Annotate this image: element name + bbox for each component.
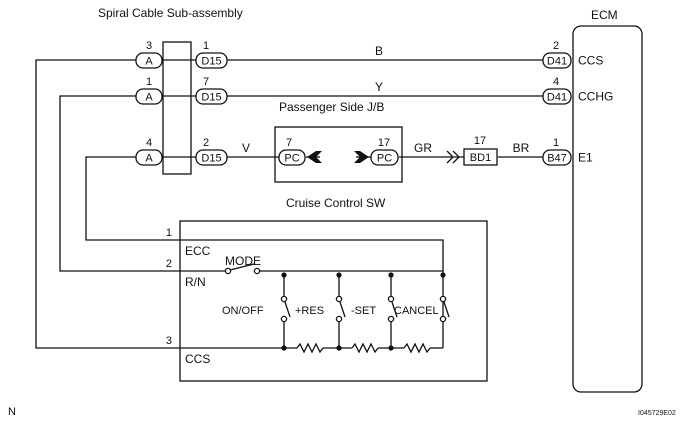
wire-ecc	[85, 156, 180, 241]
svg-text:3: 3	[146, 40, 152, 52]
svg-text:1: 1	[203, 40, 209, 52]
svg-text:A: A	[145, 92, 153, 104]
ecc-rail	[180, 239, 444, 348]
svg-text:17: 17	[378, 137, 390, 149]
cancel-switch: CANCEL	[394, 295, 450, 323]
terminal-pin-1: 1	[166, 227, 172, 239]
svg-text:E1: E1	[578, 151, 593, 165]
ecm-box	[572, 25, 643, 393]
junction-block-title: Passenger Side J/B	[279, 100, 384, 114]
svg-text:4: 4	[553, 76, 559, 88]
svg-text:D15: D15	[201, 92, 221, 104]
svg-text:-SET: -SET	[351, 305, 376, 317]
connector-d41-pin-4: D41 4 CCHG	[542, 76, 613, 105]
wire-color-gr: GR	[414, 141, 432, 155]
svg-text:D15: D15	[201, 153, 221, 165]
connector-d15-pin-1: D15 1	[195, 40, 228, 69]
terminal-pin-2: 2	[166, 258, 172, 270]
cruise-control-switch-box	[179, 220, 488, 382]
connector-pc-pin-17: PC 17	[370, 137, 399, 166]
spiral-cable-title: Spiral Cable Sub-assembly	[98, 6, 243, 20]
connector-d15-pin-2: D15 2	[195, 137, 228, 166]
mode-switch-contact-b	[253, 267, 261, 275]
svg-text:D15: D15	[201, 56, 221, 68]
set-switch: -SET	[351, 295, 398, 323]
drawing-id: I045729E02	[638, 410, 676, 417]
wire-color-br: BR	[513, 141, 530, 155]
jb-chevron-right-icon	[354, 151, 369, 163]
jb-chevron-left-icon	[307, 151, 322, 163]
terminal-pin-3: 3	[166, 335, 172, 347]
junction-arrow-icon	[446, 150, 460, 164]
switch-bus-dots	[281, 272, 394, 278]
svg-text:PC: PC	[377, 153, 392, 165]
wire-ccs	[35, 59, 180, 349]
svg-text:4: 4	[146, 137, 152, 149]
wire-cchg	[59, 95, 180, 272]
ccs-rail-dots	[281, 345, 394, 351]
svg-text:A: A	[145, 56, 153, 68]
connector-a-pin-4: A 4	[135, 137, 163, 166]
svg-text:CCHG: CCHG	[578, 90, 613, 104]
svg-text:CCS: CCS	[578, 54, 603, 68]
svg-text:PC: PC	[284, 153, 299, 165]
terminal-ccs: CCS	[185, 352, 210, 366]
terminal-rn: R/N	[185, 275, 206, 289]
switch-rails	[283, 275, 392, 348]
connector-a-pin-3: A 3	[135, 40, 163, 69]
svg-text:CANCEL: CANCEL	[394, 305, 439, 317]
connector-bd1: BD1 17	[463, 135, 498, 166]
svg-text:BD1: BD1	[470, 152, 491, 164]
svg-text:D41: D41	[547, 92, 567, 104]
connector-d15-pin-7: D15 7	[195, 76, 228, 105]
connector-d41-pin-2: D41 2 CCS	[542, 40, 603, 69]
svg-text:A: A	[145, 153, 153, 165]
wire-color-v: V	[242, 141, 250, 155]
svg-text:17: 17	[474, 135, 486, 147]
north-label: N	[8, 406, 16, 418]
onoff-switch: ON/OFF	[222, 295, 291, 323]
ecc-junction-dot	[440, 272, 446, 278]
svg-text:B47: B47	[547, 153, 567, 165]
svg-text:2: 2	[203, 137, 209, 149]
mode-switch-blade	[229, 263, 255, 271]
svg-text:ON/OFF: ON/OFF	[222, 305, 264, 317]
mode-switch-label: MODE	[225, 254, 261, 268]
wire-color-cchg: Y	[375, 80, 383, 94]
spiral-cable-box	[162, 41, 192, 175]
svg-text:7: 7	[203, 76, 209, 88]
ecm-title: ECM	[591, 8, 618, 22]
terminal-ecc: ECC	[185, 244, 211, 258]
cruise-control-switch-title: Cruise Control SW	[286, 196, 386, 210]
connector-b47-pin-1: B47 1 E1	[542, 137, 593, 166]
svg-text:+RES: +RES	[295, 305, 324, 317]
svg-text:1: 1	[146, 76, 152, 88]
connector-a-pin-1: A 1	[135, 76, 163, 105]
res-switch: +RES	[295, 295, 346, 323]
mode-switch-contact-a	[224, 267, 232, 275]
svg-text:7: 7	[286, 137, 292, 149]
svg-text:1: 1	[553, 137, 559, 149]
wire-color-ccs: B	[375, 44, 383, 58]
svg-text:D41: D41	[547, 56, 567, 68]
svg-text:2: 2	[553, 40, 559, 52]
connector-pc-pin-7: PC 7	[278, 137, 306, 166]
